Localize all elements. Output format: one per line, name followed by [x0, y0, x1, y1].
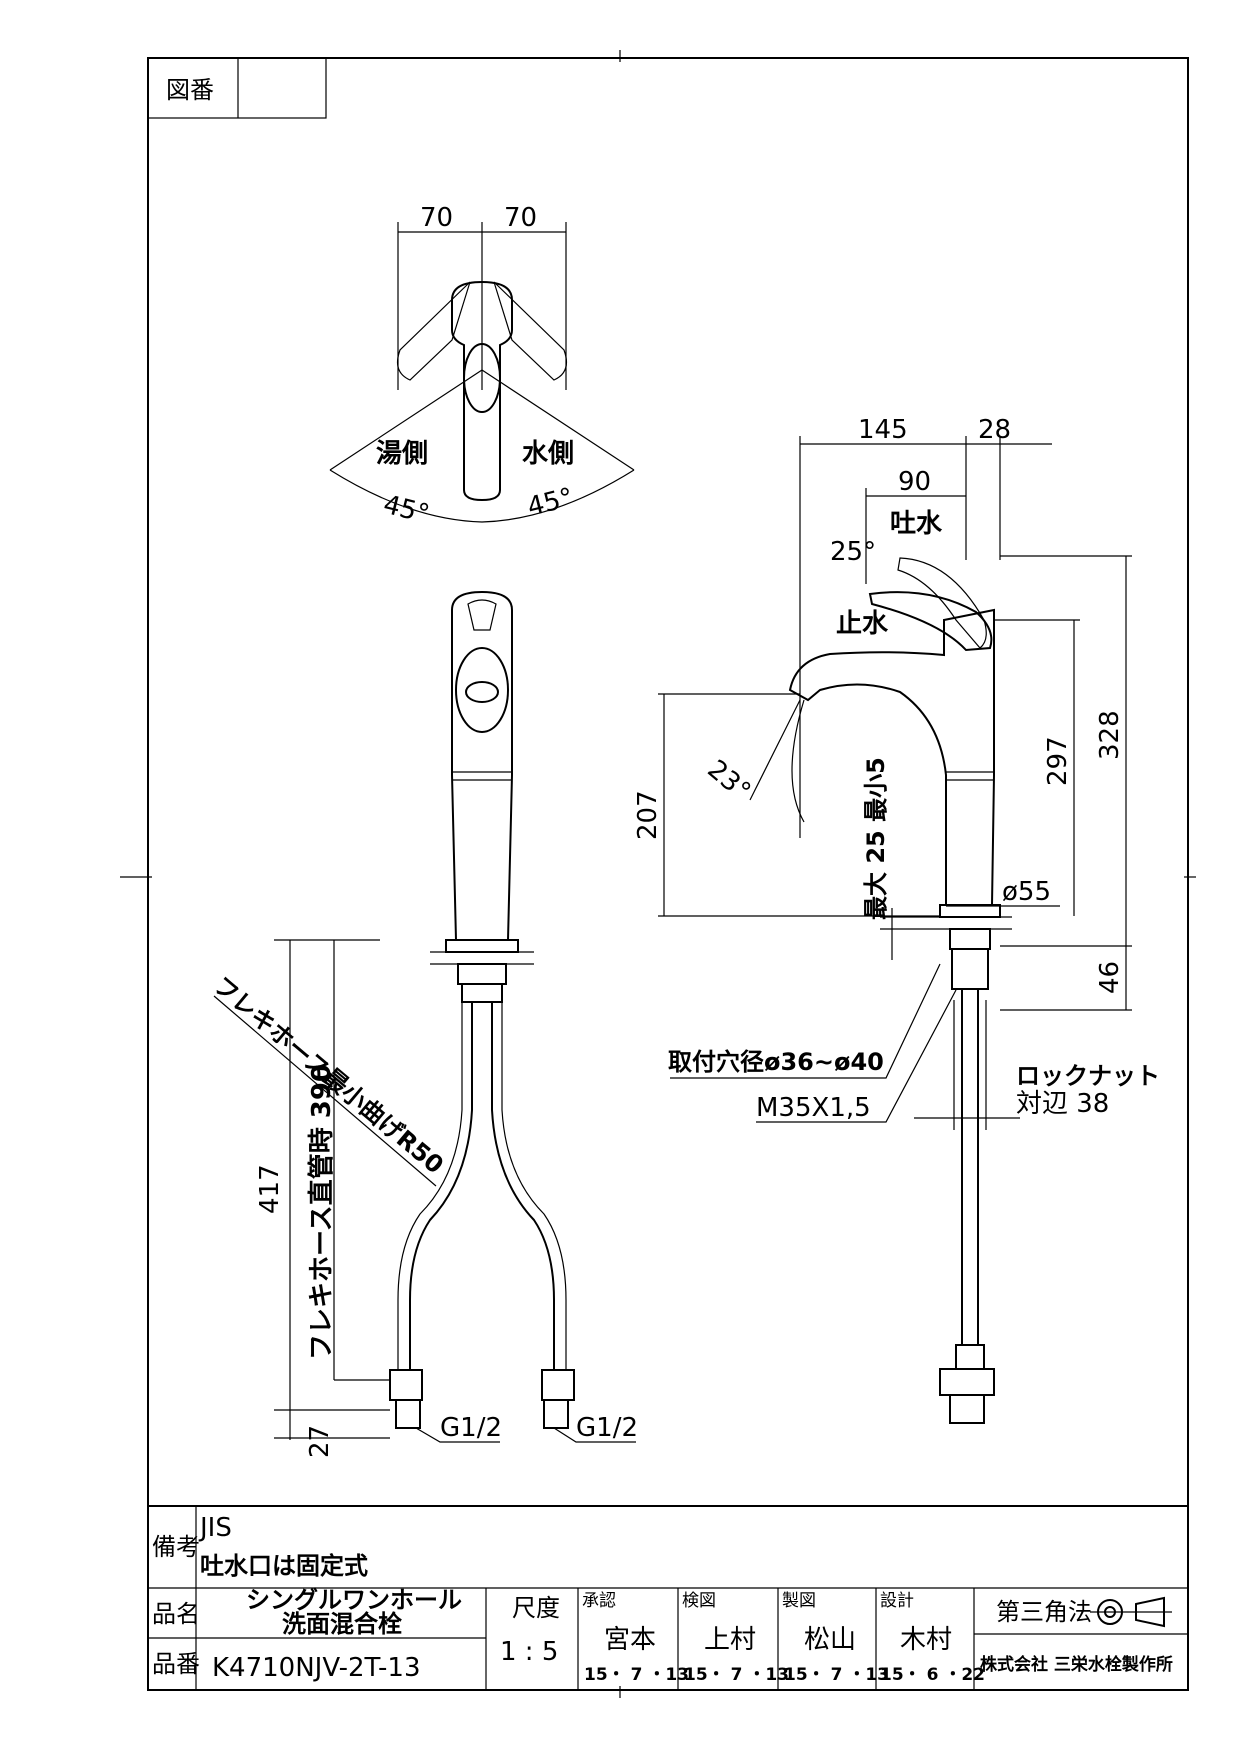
hinmei-line2: 洗面混合栓 [282, 1610, 402, 1638]
water-out-label: 吐水 [890, 509, 943, 539]
g-left-label: G1/2 [440, 1413, 502, 1443]
design-label: 設計 [880, 1591, 914, 1611]
third-angle-projection-icon [1090, 1596, 1172, 1628]
biko-line1: JIS [198, 1513, 232, 1543]
cold-side-label: 水側 [522, 439, 574, 469]
locknut-label-2: 対辺 38 [1016, 1089, 1109, 1119]
angle-23-label: 23° [702, 754, 757, 807]
locknut-label-1: ロックナット [1016, 1062, 1160, 1090]
hinban-value: K4710NJV-2T-13 [212, 1653, 420, 1683]
scale-label: 尺度 [512, 1594, 560, 1622]
title-block: 備考 JIS 吐水口は固定式 品名 シングルワンホール 洗面混合栓 品番 K47… [148, 1505, 1188, 1690]
angle-right-label: 45° [524, 483, 576, 523]
check-label: 検図 [682, 1591, 716, 1611]
design-date: 15・ 6 ・22 [880, 1665, 985, 1685]
dim-417: 417 [255, 1164, 285, 1214]
approve-label: 承認 [582, 1591, 616, 1611]
hinban-label: 品番 [152, 1650, 200, 1678]
front-view: 417 フレキホース直管時 390 27 フレキホース最小曲げR50 G1/2 … [208, 590, 638, 1458]
side-view: 145 28 90 吐水 25° 止水 23° 207 [633, 415, 1160, 1424]
biko-label: 備考 [152, 1533, 200, 1561]
dim-28: 28 [978, 415, 1011, 445]
hot-side-label: 湯側 [376, 439, 428, 469]
draw-label: 製図 [782, 1591, 816, 1611]
design-name: 木村 [900, 1625, 952, 1655]
zuban-label: 図番 [166, 76, 214, 104]
hinmei-line1: シングルワンホール [246, 1586, 462, 1614]
top-view: 70 70 湯側 水側 45° 45° [329, 203, 635, 530]
dim-46: 46 [1095, 961, 1125, 994]
projection-label: 第三角法 [996, 1598, 1092, 1626]
check-date: 15・ 7 ・13 [684, 1665, 789, 1685]
biko-line2: 吐水口は固定式 [200, 1552, 368, 1580]
dim-90: 90 [898, 467, 931, 497]
scale-value: 1 : 5 [500, 1637, 558, 1667]
company-name: 株式会社 三栄水栓製作所 [980, 1654, 1173, 1675]
g-right-label: G1/2 [576, 1413, 638, 1443]
dia-55-label: ø55 [1002, 877, 1051, 907]
dim-328: 328 [1095, 710, 1125, 760]
top-dim-left: 70 [420, 203, 453, 233]
thread-label: M35X1,5 [756, 1093, 871, 1123]
dim-207: 207 [633, 790, 663, 840]
approve-name: 宮本 [604, 1625, 656, 1655]
top-dim-right: 70 [504, 203, 537, 233]
counter-thickness-label: 最大 25 最小5 [862, 757, 890, 920]
approve-date: 15・ 7 ・13 [584, 1665, 689, 1685]
drawing-frame: 図番 [120, 50, 1196, 1698]
draw-date: 15・ 7 ・13 [784, 1665, 889, 1685]
hinmei-label: 品名 [152, 1600, 200, 1628]
mount-hole-label: 取付穴径ø36~ø40 [668, 1048, 884, 1076]
angle-left-label: 45° [380, 490, 432, 530]
water-stop-label: 止水 [836, 609, 889, 639]
dim-27: 27 [305, 1425, 335, 1458]
draw-name: 松山 [804, 1625, 856, 1655]
check-name: 上村 [704, 1625, 756, 1655]
angle-25-label: 25° [830, 537, 876, 567]
hose-straight-label: フレキホース直管時 390 [307, 1064, 337, 1360]
dim-297: 297 [1043, 736, 1073, 786]
dim-145: 145 [858, 415, 908, 445]
